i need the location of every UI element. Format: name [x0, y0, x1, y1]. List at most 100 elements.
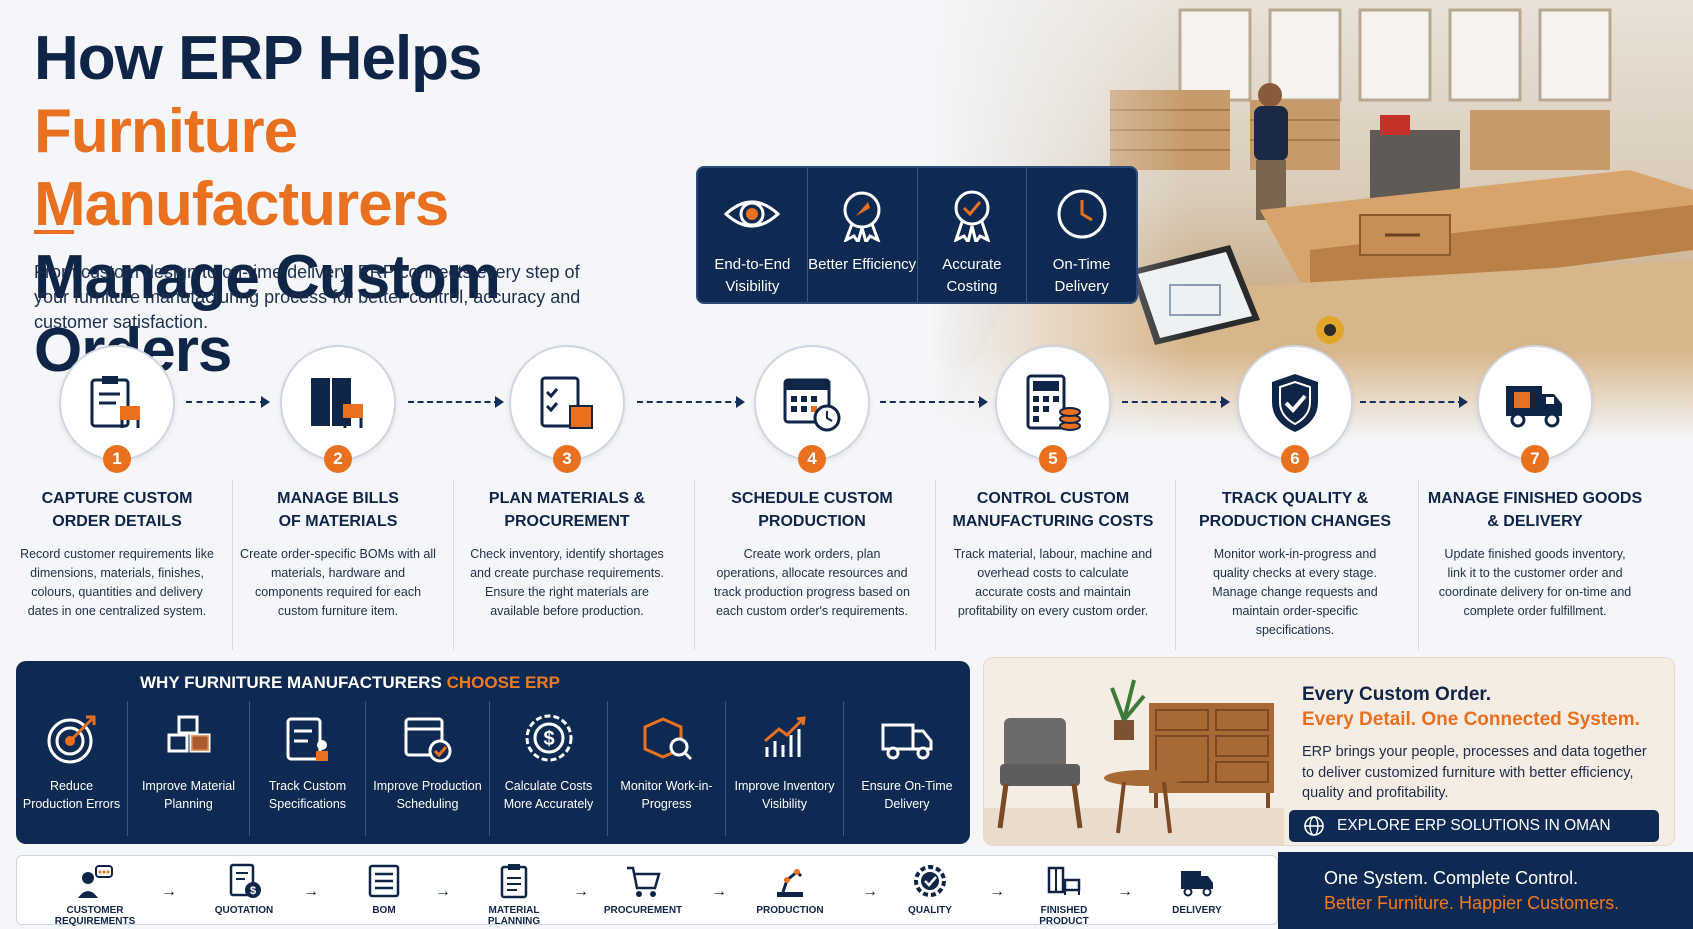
step-arrow: [637, 396, 745, 408]
promo-headline-2: Every Detail. One Connected System.: [1302, 709, 1640, 730]
flow-arrow: →: [303, 883, 319, 900]
svg-text:$: $: [250, 885, 256, 897]
invoice-icon: $: [229, 863, 261, 898]
title-underline: [34, 230, 74, 234]
title-line-1: How ERP Helps: [34, 24, 483, 93]
step-divider: [1418, 480, 1419, 650]
slogan-line-1: One System. Complete Control.: [1324, 868, 1579, 888]
explore-erp-label: EXPLORE ERP SOLUTIONS IN OMAN: [1337, 817, 1611, 834]
why-title: WHY FURNITURE MANUFACTURERS CHOOSE ERP: [140, 673, 560, 692]
benefit-label: On-Time Delivery: [1052, 256, 1111, 295]
rocket-badge-icon: [843, 191, 881, 242]
benefit-label: End-to-End Visibility: [714, 256, 791, 295]
step-number: 1: [103, 445, 131, 473]
step-6: 6 TRACK QUALITY &PRODUCTION CHANGES Moni…: [1180, 345, 1410, 640]
wardrobe-chair-icon: [311, 378, 363, 428]
step-icon-circle: 1: [59, 345, 175, 473]
step-title: TRACK QUALITY &PRODUCTION CHANGES: [1198, 490, 1391, 530]
step-number: 5: [1039, 445, 1067, 473]
shield-check-icon: [1272, 374, 1318, 432]
flow-quotation: $ QUOTATION: [184, 856, 304, 916]
explore-erp-button[interactable]: EXPLORE ERP SOLUTIONS IN OMAN: [1289, 810, 1659, 842]
benefit-delivery: On-Time Delivery: [1027, 168, 1136, 302]
slogan-panel: One System. Complete Control. Better Fur…: [1278, 852, 1693, 929]
globe-icon: [1304, 816, 1324, 836]
flow-arrow: →: [161, 883, 177, 900]
checklist-box-icon: [540, 376, 593, 429]
title-line-2: Furniture Manufacturers: [34, 97, 449, 239]
step-number: 2: [324, 445, 352, 473]
benefit-efficiency: Better Efficiency: [808, 168, 918, 302]
step-description: Update finished goods inventory, link it…: [1438, 547, 1632, 618]
clipboard-person-icon: [286, 717, 328, 761]
clock-icon: [1057, 189, 1107, 239]
flow-quality: QUALITY: [870, 856, 990, 916]
step-description: Monitor work-in-progress and quality che…: [1212, 547, 1378, 637]
step-icon-circle: 6: [1237, 345, 1353, 473]
truck-icon: [1181, 871, 1213, 897]
list-icon: [368, 864, 400, 898]
flow-delivery: DELIVERY: [1137, 856, 1257, 916]
step-number: 6: [1281, 445, 1309, 473]
step-title: PLAN MATERIALS &PROCUREMENT: [488, 490, 646, 530]
why-item-wip: Monitor Work-in-Progress: [608, 701, 726, 836]
truck-icon: [881, 723, 933, 760]
step-number: 3: [553, 445, 581, 473]
step-description: Create order-specific BOMs with all mate…: [240, 547, 436, 618]
people-chat-icon: [78, 865, 113, 898]
dollar-gear-icon: $: [525, 714, 572, 762]
flow-bom: BOM: [324, 856, 444, 916]
step-arrow: [880, 396, 988, 408]
promo-headline-1: Every Custom Order.: [1302, 684, 1492, 705]
slogan-line-2: Better Furniture. Happier Customers.: [1324, 893, 1620, 913]
quality-gear-icon: [914, 865, 946, 897]
step-icon-circle: 2: [280, 345, 396, 473]
eye-icon: [724, 200, 781, 228]
flow-label: PROCUREMENT: [603, 905, 683, 916]
step-arrow: [1360, 396, 1468, 408]
step-number: 7: [1521, 445, 1549, 473]
why-choose-erp-panel: WHY FURNITURE MANUFACTURERS CHOOSE ERP R…: [16, 661, 970, 844]
cart-icon: [627, 866, 661, 897]
flow-label: DELIVERY: [1172, 905, 1222, 916]
clipboard-icon: [500, 864, 528, 899]
target-icon: [47, 715, 95, 764]
step-icon-circle: 4: [754, 345, 870, 473]
flow-label: QUOTATION: [214, 905, 274, 916]
benefit-label: Better Efficiency: [808, 256, 917, 273]
flow-arrow: →: [1117, 883, 1133, 900]
furniture-scene-illustration: [984, 679, 1284, 845]
flow-production: PRODUCTION: [730, 856, 850, 916]
furniture-icon: [1047, 866, 1081, 895]
step-divider: [935, 480, 936, 650]
step-divider: [694, 480, 695, 650]
step-description: Track material, labour, machine and over…: [953, 547, 1153, 618]
check-badge-icon: [953, 190, 991, 242]
step-title: MANAGE FINISHED GOODS& DELIVERY: [1427, 490, 1643, 530]
step-arrow: [1122, 396, 1230, 408]
step-divider: [1175, 480, 1176, 650]
step-arrow: [408, 396, 504, 408]
flow-label: BOM: [372, 905, 396, 916]
